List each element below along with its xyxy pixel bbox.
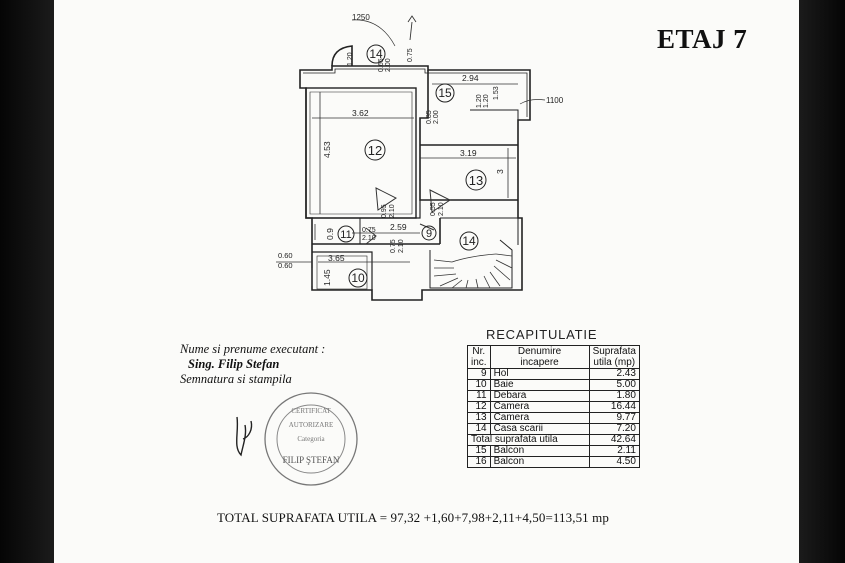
dim-075-b: 0.75 [362,227,376,234]
stamp-seal: CERTIFICAT AUTORIZARE Categoria FILIP ŞT… [236,392,358,486]
dim-210-c: 2.10 [362,235,376,242]
dim-085: 0.85 [426,110,433,124]
dim-319: 3.19 [460,148,477,158]
dim-200-a: 2.00 [385,58,392,72]
dim-365: 3.65 [328,253,345,263]
dim-075-c: 0.75 [390,239,397,253]
room-id-12: 12 [368,143,382,158]
room-id-15: 15 [438,86,452,100]
dim-075-top: 0.75 [407,48,414,62]
room-id-14-stairs: 14 [462,234,476,248]
room-id-11: 11 [340,229,351,241]
room-id-14-balcony: 14 [369,47,383,61]
total-area-line: TOTAL SUPRAFATA UTILA = 97,32 +1,60+7,98… [217,510,609,525]
dim-259: 2.59 [390,222,407,232]
document-page: ETAJ 7 [54,0,799,563]
room-id-9: 9 [426,228,432,240]
executant-name: Sing. Filip Stefan [188,357,280,371]
scan-edge-right [799,0,845,563]
floor-title: ETAJ 7 [657,24,748,54]
svg-text:CERTIFICAT: CERTIFICAT [291,407,331,415]
signature-label: Semnatura si stampila [180,372,292,386]
dim-120-a: 1.20 [347,52,354,66]
dim-200-b: 2.00 [433,110,440,124]
dim-065: 0.65 [378,58,385,72]
dim-210-d: 2.10 [398,239,405,253]
dim-145: 1.45 [322,269,332,286]
svg-text:AUTORIZARE: AUTORIZARE [289,421,334,429]
total-label: Total suprafata utila [467,434,590,446]
dim-095: 0.95 [381,204,388,218]
total-value: 42.64 [588,434,640,446]
dim-362: 3.62 [352,108,369,118]
room-id-13: 13 [469,173,483,188]
recap-title: RECAPITULATIE [486,327,598,342]
dim-060-top: 0.60 [278,251,293,260]
annotation-right: 1100 [546,96,564,105]
dim-09: 0.9 [325,228,335,240]
dim-153: 1.53 [493,86,500,100]
dim-3: 3 [495,169,505,174]
dim-294: 2.94 [462,73,479,83]
dim-120-b: 1.20 [476,94,483,108]
dim-055: 0.55 [430,202,437,216]
room-id-10: 10 [351,271,365,285]
annotation-top: 1250 [352,13,370,22]
dim-453: 4.53 [322,141,332,158]
dim-210-b: 2.10 [438,202,445,216]
floor-plan: 14 15 12 13 11 9 14 10 1250 1100 3.62 2.… [276,13,564,301]
scan-edge-left [0,0,54,563]
dim-060-bottom: 0.60 [278,261,293,270]
svg-text:FILIP ŞTEFAN: FILIP ŞTEFAN [283,455,340,465]
executant-block: Nume si prenume executant : Sing. Filip … [180,342,325,387]
svg-text:Categoria: Categoria [297,435,325,443]
header-nr: Nr.inc. [467,345,491,369]
dim-120-c: 1.20 [483,94,490,108]
executant-label: Nume si prenume executant : [180,342,326,356]
signature-mark [236,416,253,457]
dim-210-a: 2.10 [389,204,396,218]
